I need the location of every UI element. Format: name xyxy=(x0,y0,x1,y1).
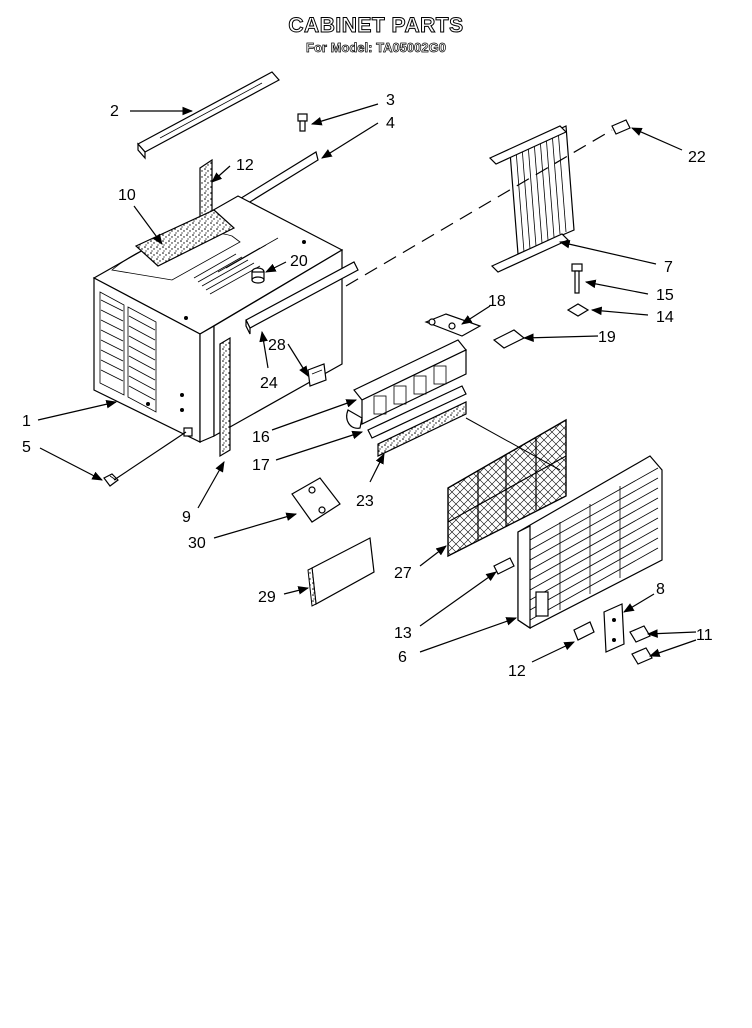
callout-17: 16 xyxy=(252,429,270,446)
callout-24: 23 xyxy=(356,493,374,510)
page-title: CABINET PARTS xyxy=(288,14,464,38)
filter-guide-line xyxy=(465,417,561,471)
part-3-screw xyxy=(297,113,308,132)
callout-15: 14 xyxy=(656,309,674,326)
part-15-washer xyxy=(566,303,590,317)
callout-7: 7 xyxy=(664,259,673,276)
callout-30: 30 xyxy=(188,535,206,552)
part-20-clip xyxy=(492,329,526,349)
part-18-rail xyxy=(367,385,467,439)
part-6-front-grille xyxy=(517,455,663,630)
part-8-bracket xyxy=(603,603,625,653)
alignment-dash-line xyxy=(345,129,613,287)
callout-11: 11 xyxy=(696,627,713,644)
callout-27: 27 xyxy=(394,565,412,582)
callout-3: 3 xyxy=(386,92,395,109)
callout-10: 10 xyxy=(118,187,136,204)
page-subtitle: For Model: TA05002G0 xyxy=(306,40,447,56)
callout-28: 28 xyxy=(268,337,286,354)
part-16-screw xyxy=(571,263,583,294)
callout-12: 12 xyxy=(236,157,254,174)
callout-16: 15 xyxy=(656,287,674,304)
callout-20: 19 xyxy=(598,329,616,346)
part-5-screw xyxy=(103,473,119,487)
part-7-coil xyxy=(488,125,575,273)
callout-14: 13 xyxy=(394,625,412,642)
callout-13: 12 xyxy=(508,663,526,680)
part-23-bolt xyxy=(611,119,631,135)
part-10-insulation-pad xyxy=(134,209,236,267)
part-17-louver-assembly xyxy=(346,339,467,429)
callout-9: 9 xyxy=(182,509,191,526)
part-30-bracket xyxy=(291,477,341,523)
callout-18: 17 xyxy=(252,457,270,474)
title-block: CABINET PARTS For Model: TA05002G0 xyxy=(0,14,752,56)
callout-4: 4 xyxy=(386,115,395,132)
callout-5: 5 xyxy=(22,439,31,456)
part-28-clip xyxy=(307,363,327,387)
callout-25: 24 xyxy=(260,375,278,392)
callout-19: 18 xyxy=(488,293,506,310)
part-1-cabinet xyxy=(92,195,344,443)
part-24-insulation-strip xyxy=(377,401,467,457)
callout-1: 1 xyxy=(22,413,31,430)
leader-lines xyxy=(37,103,697,663)
part-22-knob xyxy=(251,267,265,284)
callout-2: 2 xyxy=(110,103,119,120)
part-9-gasket xyxy=(219,336,231,458)
part-27-air-filter xyxy=(447,418,567,558)
callout-8: 8 xyxy=(656,581,665,598)
callout-6: 6 xyxy=(398,649,407,666)
callout-29: 29 xyxy=(258,589,276,606)
callout-22: 20 xyxy=(290,253,308,270)
callout-labels: 2 3 4 12 10 20 22 7 15 14 18 19 28 24 1 … xyxy=(22,92,713,680)
part-19-bracket xyxy=(424,313,482,337)
part-2-top-rail xyxy=(137,71,280,160)
part-13-knob xyxy=(573,621,595,641)
part-14-latch xyxy=(493,557,515,575)
part-29-panel xyxy=(307,537,375,607)
part-25-rail xyxy=(245,261,359,335)
callout-23: 22 xyxy=(688,149,706,166)
part-11-screws xyxy=(629,625,653,665)
